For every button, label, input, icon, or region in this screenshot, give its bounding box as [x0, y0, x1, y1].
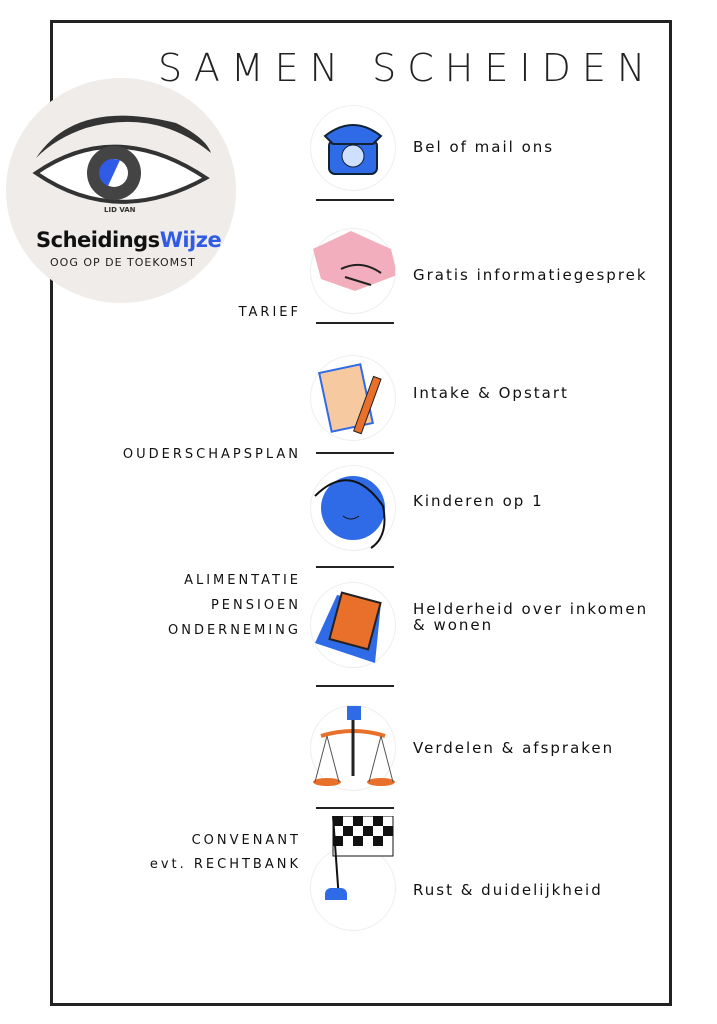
- phone-icon: [310, 105, 396, 191]
- divider: [316, 566, 394, 568]
- step-label: Kinderen op 1: [413, 492, 544, 510]
- divider: [316, 807, 394, 809]
- label-alimentatie: ALIMENTATIE: [184, 573, 301, 588]
- step-label: Verdelen & afspraken: [413, 739, 615, 757]
- divider: [316, 685, 394, 687]
- scales-icon: [310, 705, 396, 791]
- step-label: Rust & duidelijkheid: [413, 881, 603, 899]
- divider: [316, 199, 394, 201]
- step-label: Bel of mail ons: [413, 138, 555, 156]
- step-label: Helderheid over inkomen: [413, 600, 649, 618]
- step-label-cont: & wonen: [413, 616, 494, 634]
- logo-lid-van: LID VAN: [104, 206, 136, 214]
- step-label: Gratis informatiegesprek: [413, 266, 648, 284]
- label-rechtbank: evt. RECHTBANK: [149, 857, 301, 872]
- label-pensioen: PENSIOEN: [210, 598, 301, 613]
- calculator-icon: [310, 582, 396, 668]
- divider: [316, 322, 394, 324]
- page-frame: [50, 20, 672, 1006]
- label-tarief: TARIEF: [238, 305, 301, 320]
- brand-part-2: Wijze: [159, 228, 222, 252]
- divider: [316, 452, 394, 454]
- step-label: Intake & Opstart: [413, 384, 569, 402]
- checkered-flag-icon: [310, 816, 396, 931]
- notepad-icon: [310, 355, 396, 441]
- smiley-face-icon: [310, 465, 396, 551]
- handshake-icon: [310, 228, 396, 314]
- logo-tagline: OOG OP DE TOEKOMST: [50, 256, 196, 269]
- label-convenant: CONVENANT: [191, 833, 301, 848]
- scheidingswijze-logo: LID VAN ScheidingsWijze OOG OP DE TOEKOM…: [6, 78, 236, 303]
- label-onderneming: ONDERNEMING: [167, 623, 301, 638]
- logo-brand: ScheidingsWijze: [36, 228, 222, 252]
- brand-part-1: Scheidings: [36, 228, 160, 252]
- label-ouderschapsplan: OUDERSCHAPSPLAN: [122, 447, 301, 462]
- eye-icon: [32, 115, 211, 204]
- page-title: SAMEN SCHEIDEN: [158, 46, 657, 90]
